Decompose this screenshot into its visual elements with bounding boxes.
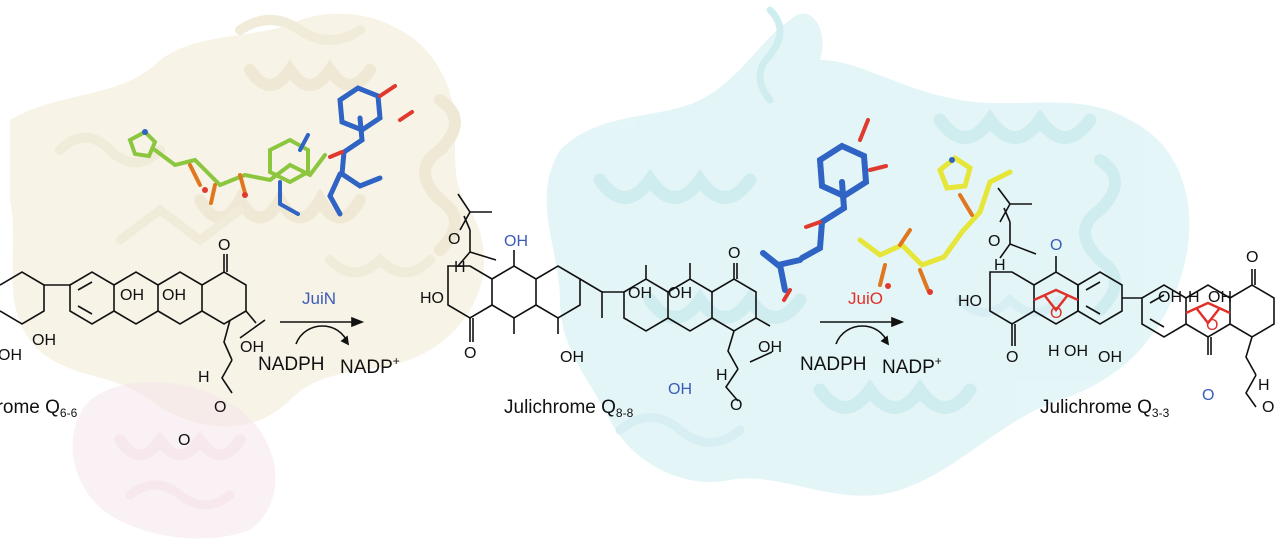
svg-text:OH: OH xyxy=(0,347,22,364)
atom-labels-left: OH OH OH OH O OH H O O xyxy=(0,237,264,449)
compound-middle-name: Julichrome Q xyxy=(504,397,616,418)
structure-julichrome-q6-6 xyxy=(0,254,266,394)
structure-julichrome-q8-8 xyxy=(447,193,773,402)
cofactor-in-2-text: NADPH xyxy=(800,354,867,375)
svg-text:O: O xyxy=(1050,237,1062,254)
substrate-ligand-blue-left xyxy=(327,84,414,217)
svg-text:H: H xyxy=(198,369,210,386)
svg-text:O: O xyxy=(178,432,190,449)
svg-text:O: O xyxy=(214,399,226,416)
svg-text:OH: OH xyxy=(668,285,692,302)
svg-text:OH: OH xyxy=(32,332,56,349)
cofactor-in-2: NADPH xyxy=(800,355,867,374)
svg-text:OH: OH xyxy=(628,285,652,302)
svg-text:O: O xyxy=(1050,305,1062,322)
svg-text:O: O xyxy=(988,233,1000,250)
compound-left-subscript: 6-6 xyxy=(59,406,78,420)
svg-text:H: H xyxy=(994,257,1006,274)
cofactor-out-2-text: NADP xyxy=(882,357,935,378)
svg-text:O: O xyxy=(1206,317,1218,334)
cofactor-out-1-text: NADP xyxy=(340,357,393,378)
reaction-arrow-1 xyxy=(280,316,365,346)
svg-text:O: O xyxy=(1246,249,1258,266)
enzyme-label-juin: JuiN xyxy=(302,289,337,308)
svg-text:OH: OH xyxy=(162,287,186,304)
svg-text:OH: OH xyxy=(560,349,584,366)
svg-text:OH: OH xyxy=(668,381,692,398)
protein-juio-cartoon xyxy=(546,6,1190,496)
protein-juin-lower-cartoon xyxy=(72,381,276,539)
svg-text:OH: OH xyxy=(240,339,264,356)
compound-label-right: Julichrome Q3-3 xyxy=(1040,398,1169,419)
svg-text:O: O xyxy=(728,245,740,262)
cofactor-out-2: NADP+ xyxy=(882,355,942,377)
svg-text:O: O xyxy=(1262,399,1274,416)
svg-text:H: H xyxy=(1188,289,1200,306)
svg-text:O: O xyxy=(1202,387,1214,404)
substrate-ligand-blue-right xyxy=(760,118,888,302)
compound-right-name: Julichrome Q xyxy=(1040,397,1152,418)
svg-text:O: O xyxy=(448,231,460,248)
enzyme-label-juio: JuiO xyxy=(848,289,883,308)
svg-text:HO: HO xyxy=(958,293,982,310)
cofactor-in-1: NADPH xyxy=(258,355,325,374)
compound-middle-subscript: 8-8 xyxy=(615,406,634,420)
epoxide-bonds-red xyxy=(1033,288,1231,325)
atom-labels-right: O H HO O O H OH OH OH H OH O O H O O O xyxy=(958,233,1274,416)
svg-text:H: H xyxy=(454,259,466,276)
svg-text:O: O xyxy=(464,345,476,362)
svg-text:H: H xyxy=(1048,343,1060,360)
cofactor-in-1-text: NADPH xyxy=(258,354,325,375)
cofactor-out-2-charge: + xyxy=(934,354,942,368)
svg-text:O: O xyxy=(1006,349,1018,366)
compound-right-subscript: 3-3 xyxy=(1151,406,1170,420)
nadph-ligand-yellow xyxy=(857,154,1013,295)
svg-text:OH: OH xyxy=(1064,343,1088,360)
atom-labels-middle: O H HO O OH OH OH OH O OH OH H O xyxy=(420,231,782,414)
svg-text:OH: OH xyxy=(1098,349,1122,366)
compound-label-middle: Julichrome Q8-8 xyxy=(504,398,633,419)
compound-left-name: Julichrome Q xyxy=(0,397,60,418)
svg-text:OH: OH xyxy=(504,233,528,250)
svg-text:HO: HO xyxy=(420,290,444,307)
svg-text:OH: OH xyxy=(1158,289,1182,306)
svg-text:H: H xyxy=(716,367,728,384)
svg-text:O: O xyxy=(218,237,230,254)
svg-text:O: O xyxy=(730,397,742,414)
cofactor-out-1-charge: + xyxy=(392,354,400,368)
fad-ligand-green xyxy=(127,129,327,216)
svg-text:OH: OH xyxy=(120,287,144,304)
cofactor-out-1: NADP+ xyxy=(340,355,400,377)
svg-text:OH: OH xyxy=(758,339,782,356)
protein-juin-cartoon xyxy=(10,13,485,427)
svg-text:H: H xyxy=(1258,377,1270,394)
reaction-arrow-2 xyxy=(820,316,905,346)
structure-julichrome-q3-3 xyxy=(989,187,1275,408)
compound-label-left: Julichrome Q6-6 xyxy=(0,398,77,419)
svg-text:OH: OH xyxy=(1208,289,1232,306)
